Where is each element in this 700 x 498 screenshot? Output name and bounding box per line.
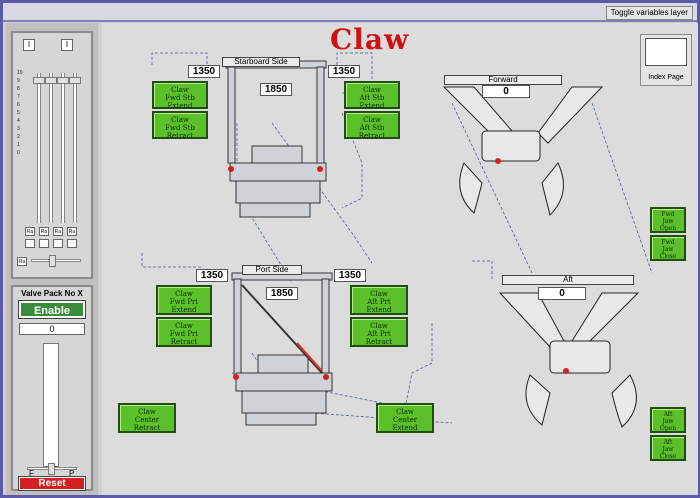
horizontal-slider-track[interactable] bbox=[31, 259, 81, 262]
toggle-variables-layer-button[interactable]: Toggle variables layer bbox=[605, 6, 693, 20]
valve-slider-track[interactable] bbox=[43, 343, 59, 467]
starboard-right-value: 1350 bbox=[328, 65, 360, 78]
slider-track-3[interactable] bbox=[61, 73, 65, 223]
slider-field-1[interactable]: I bbox=[23, 39, 35, 51]
fp-slider-thumb[interactable] bbox=[48, 463, 55, 475]
slider-track-4[interactable] bbox=[73, 73, 77, 223]
slider-track-1[interactable] bbox=[37, 73, 41, 223]
top-toolbar: Toggle variables layer bbox=[3, 3, 697, 22]
aft-value: 0 bbox=[538, 287, 586, 300]
slider-thumb-2[interactable] bbox=[45, 77, 57, 84]
port-right-value: 1350 bbox=[334, 269, 366, 282]
starboard-center-value: 1850 bbox=[260, 83, 292, 96]
enable-button[interactable]: Enable bbox=[18, 300, 86, 319]
port-center-value: 1850 bbox=[266, 287, 298, 300]
slider-thumb-4[interactable] bbox=[69, 77, 81, 84]
starboard-side-label: Starboard Side bbox=[222, 57, 300, 67]
valve-pack-panel: Valve Pack No X Enable 0 F P Reset bbox=[11, 285, 93, 491]
valve-pack-title: Valve Pack No X bbox=[21, 289, 83, 298]
slider-track-2[interactable] bbox=[49, 73, 53, 223]
slider-label-4: Ra bbox=[67, 227, 77, 236]
claw-mechanism-drawing bbox=[141, 52, 653, 428]
index-page-label: Index Page bbox=[648, 74, 684, 81]
slider-field-2[interactable]: I bbox=[61, 39, 73, 51]
forward-label: Forward bbox=[444, 75, 562, 85]
port-side-label: Port Side bbox=[242, 265, 302, 275]
port-left-value: 1350 bbox=[196, 269, 228, 282]
slider-label-3: Ra bbox=[53, 227, 63, 236]
p-label: P bbox=[69, 469, 75, 478]
index-page-button[interactable]: Index Page bbox=[640, 34, 692, 86]
forward-value: 0 bbox=[482, 85, 530, 98]
slider-value-3 bbox=[53, 239, 63, 248]
slider-label-1: Ra bbox=[25, 227, 35, 236]
slider-value-4 bbox=[67, 239, 77, 248]
reset-button[interactable]: Reset bbox=[18, 476, 86, 491]
slider-value-2 bbox=[39, 239, 49, 248]
starboard-left-value: 1350 bbox=[188, 65, 220, 78]
horizontal-slider-label: Ra bbox=[17, 257, 27, 266]
page-title: Claw bbox=[330, 23, 410, 56]
slider-value-1 bbox=[25, 239, 35, 248]
slider-thumb-3[interactable] bbox=[57, 77, 69, 84]
claw-diagram-area: Claw Index Page Starboard Side 1350 1350… bbox=[102, 23, 698, 495]
horizontal-slider-thumb[interactable] bbox=[49, 255, 56, 267]
f-label: F bbox=[29, 469, 34, 478]
aft-label: Aft bbox=[502, 275, 634, 285]
index-page-thumbnail-icon bbox=[645, 38, 687, 66]
slider-label-2: Ra bbox=[39, 227, 49, 236]
slider-thumb-1[interactable] bbox=[33, 77, 45, 84]
valve-value-display: 0 bbox=[19, 323, 85, 335]
